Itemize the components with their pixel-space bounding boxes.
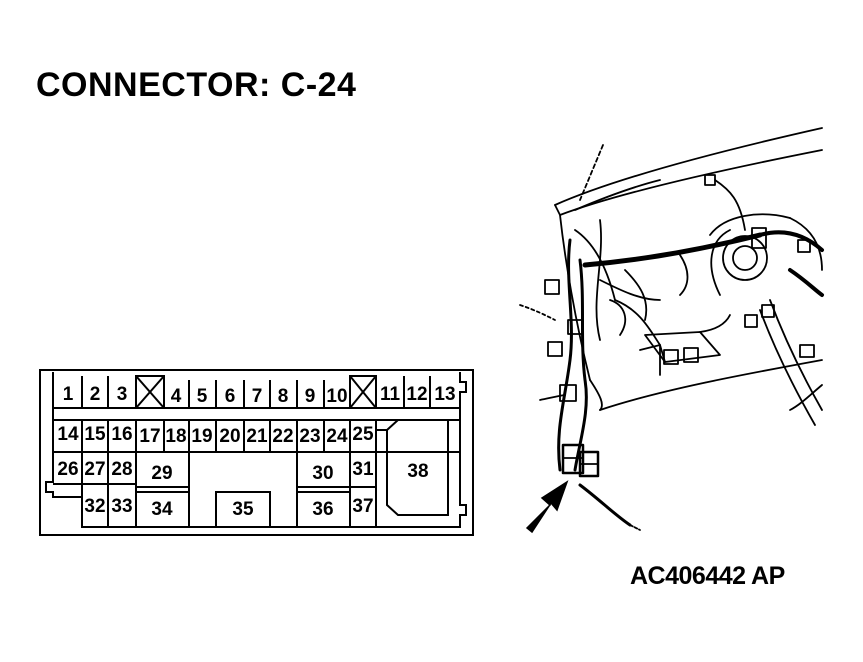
pin-3: 3 bbox=[117, 384, 128, 405]
pin-14: 14 bbox=[57, 424, 79, 445]
pin-17: 17 bbox=[139, 426, 160, 447]
pin-7: 7 bbox=[252, 386, 263, 407]
pin-2: 2 bbox=[90, 384, 101, 405]
pin-12: 12 bbox=[406, 384, 427, 405]
pin-5: 5 bbox=[197, 386, 208, 407]
pin-1: 1 bbox=[63, 384, 74, 405]
connector-pointer-arrow bbox=[525, 480, 569, 534]
pin-18: 18 bbox=[165, 426, 186, 447]
pin-16: 16 bbox=[111, 424, 132, 445]
pin-9: 9 bbox=[305, 386, 316, 407]
pin-22: 22 bbox=[272, 426, 293, 447]
pin-34: 34 bbox=[151, 499, 173, 520]
pin-20: 20 bbox=[219, 426, 240, 447]
pin-15: 15 bbox=[84, 424, 106, 445]
pin-24: 24 bbox=[326, 426, 348, 447]
connector-title: CONNECTOR: C-24 bbox=[36, 66, 357, 104]
connector-housing bbox=[39, 369, 474, 536]
pin-38: 38 bbox=[407, 461, 428, 482]
pin-29: 29 bbox=[151, 463, 172, 484]
pin-28: 28 bbox=[111, 459, 132, 480]
pin-31: 31 bbox=[352, 459, 374, 480]
pin-26: 26 bbox=[57, 459, 78, 480]
pin-33: 33 bbox=[111, 496, 132, 517]
figure-code: AC406442 AP bbox=[630, 562, 785, 590]
connector-inner-outline bbox=[45, 372, 467, 528]
pin-6: 6 bbox=[225, 386, 236, 407]
pin-13: 13 bbox=[434, 384, 455, 405]
pin-10: 10 bbox=[326, 386, 347, 407]
pin-19: 19 bbox=[191, 426, 212, 447]
pin-37: 37 bbox=[352, 496, 373, 517]
pin-21: 21 bbox=[246, 426, 268, 447]
pin-25: 25 bbox=[352, 424, 374, 445]
pin-27: 27 bbox=[84, 459, 105, 480]
pin-35: 35 bbox=[232, 499, 254, 520]
pin-4: 4 bbox=[171, 386, 182, 407]
pin-8: 8 bbox=[278, 386, 289, 407]
pin-36: 36 bbox=[312, 499, 333, 520]
pin-30: 30 bbox=[312, 463, 333, 484]
pin-23: 23 bbox=[299, 426, 320, 447]
pin-32: 32 bbox=[84, 496, 105, 517]
pin-11: 11 bbox=[380, 384, 401, 405]
